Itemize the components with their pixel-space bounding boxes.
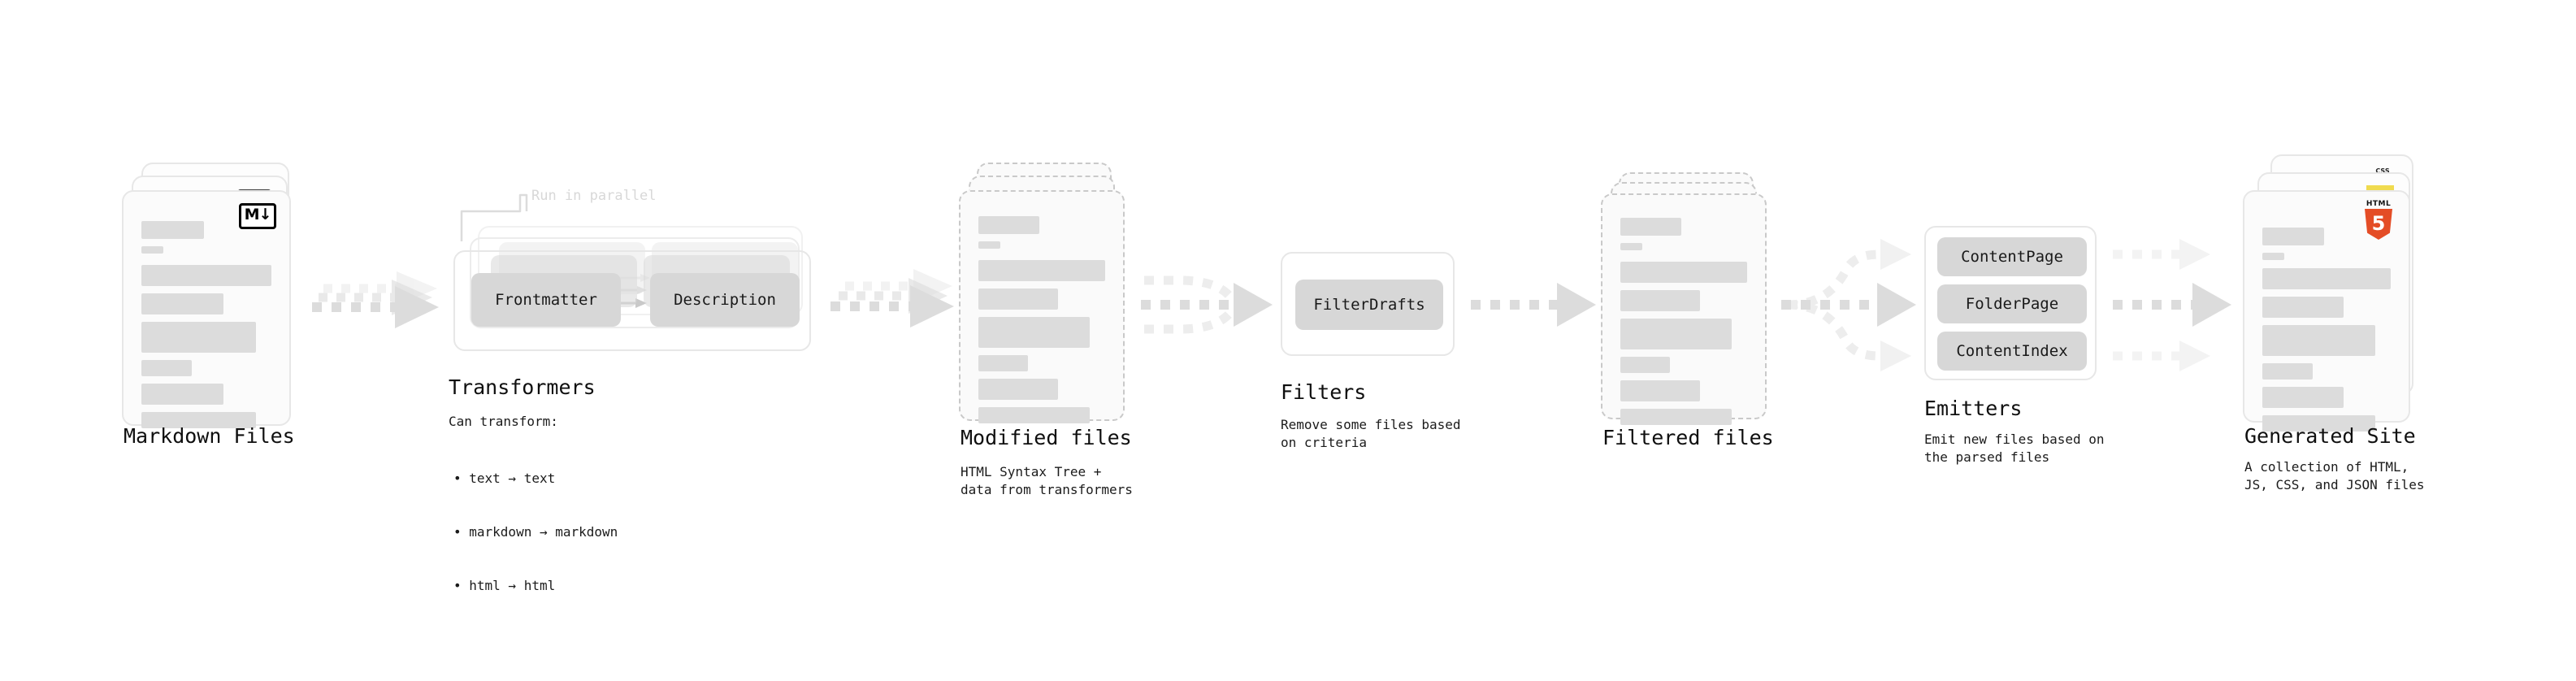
transformer-pill-frontmatter[interactable]: Frontmatter xyxy=(471,273,621,327)
filtered-files-title: Filtered files xyxy=(1602,426,1774,449)
skeleton-bar xyxy=(2262,363,2313,380)
skeleton-bar xyxy=(1620,290,1701,311)
connector-transformers-to-modified xyxy=(830,269,954,327)
skeleton-bar xyxy=(1620,409,1733,425)
modified-file-stack[interactable] xyxy=(959,163,1146,423)
emitters-box[interactable]: ContentPage FolderPage ContentIndex xyxy=(1924,226,2097,380)
transformers-title: Transformers xyxy=(449,375,596,399)
run-in-parallel-note: Run in parallel xyxy=(531,188,657,204)
filters-box[interactable]: FilterDrafts xyxy=(1281,252,1455,356)
transformer-pill-description[interactable]: Description xyxy=(650,273,800,327)
generated-site-title: Generated Site xyxy=(2244,424,2416,448)
markdown-badge-icon: M↓ xyxy=(239,203,276,229)
skeleton-bar xyxy=(141,322,256,353)
skeleton-bar xyxy=(2262,268,2391,289)
skeleton-bar xyxy=(141,412,256,428)
skeleton-bar xyxy=(978,260,1105,281)
skeleton-bar xyxy=(978,355,1028,371)
markdown-file-content-skeleton xyxy=(141,221,271,436)
skeleton-bar xyxy=(978,216,1039,234)
transformers-bullet-item: • markdown → markdown xyxy=(453,524,618,540)
skeleton-bar xyxy=(1620,380,1701,401)
stage-generated-site: CSS HTML xyxy=(2243,154,2438,432)
connector-md-to-transformers xyxy=(312,271,439,328)
emitter-pill-folderpage[interactable]: FolderPage xyxy=(1937,284,2087,323)
skeleton-bar xyxy=(978,317,1091,348)
generated-site-content-skeleton xyxy=(2262,228,2391,439)
generated-site-front[interactable]: HTML xyxy=(2243,190,2410,432)
skeleton-bar xyxy=(1620,243,1642,250)
skeleton-bar xyxy=(978,407,1091,423)
skeleton-bar xyxy=(1620,357,1670,373)
skeleton-bar xyxy=(978,379,1059,400)
skeleton-bar xyxy=(141,384,223,405)
skeleton-bar xyxy=(2262,297,2344,318)
skeleton-bar xyxy=(141,360,193,376)
emitter-pill-contentpage[interactable]: ContentPage xyxy=(1937,237,2087,276)
generated-site-stack[interactable]: CSS HTML xyxy=(2243,154,2438,432)
transformers-subtitle: Can transform: xyxy=(449,414,558,429)
skeleton-bar xyxy=(141,221,204,239)
skeleton-bar xyxy=(1620,218,1681,236)
stage-filtered-files xyxy=(1601,163,1788,425)
connector-emitters-to-site xyxy=(2113,239,2231,371)
modified-files-subtitle: HTML Syntax Tree + data from transformer… xyxy=(961,464,1133,497)
skeleton-bar xyxy=(2262,228,2324,245)
emitters-title: Emitters xyxy=(1924,397,2023,420)
skeleton-bar xyxy=(141,246,164,254)
modified-files-title: Modified files xyxy=(961,426,1132,449)
skeleton-bar xyxy=(978,241,1000,249)
transformers-bullet-item: • text → text xyxy=(453,471,556,486)
generated-site-subtitle: A collection of HTML, JS, CSS, and JSON … xyxy=(2244,459,2425,492)
skeleton-bar xyxy=(2262,415,2376,432)
skeleton-bar xyxy=(2262,387,2344,408)
filtered-file-stack[interactable] xyxy=(1601,163,1788,425)
stage-modified-files xyxy=(959,163,1146,423)
skeleton-bar xyxy=(141,293,223,314)
transformers-bullet-item: • html → html xyxy=(453,578,556,593)
skeleton-bar xyxy=(978,288,1059,310)
filter-pill-filterdrafts[interactable]: FilterDrafts xyxy=(1295,280,1443,330)
html5-icon: HTML xyxy=(2361,200,2396,240)
emitter-pill-contentindex[interactable]: ContentIndex xyxy=(1937,332,2087,371)
connector-filtered-to-emitters xyxy=(1781,239,1916,371)
filters-title: Filters xyxy=(1281,380,1367,404)
connector-filters-to-filtered xyxy=(1471,283,1596,327)
transformers-bullets: • text → text • markdown → markdown • ht… xyxy=(453,434,618,631)
markdown-file-stack[interactable]: M↓ M↓ M↓ xyxy=(122,163,309,428)
markdown-files-title: Markdown Files xyxy=(124,424,295,448)
skeleton-bar xyxy=(1620,319,1733,349)
modified-file-front[interactable] xyxy=(959,190,1125,423)
stage-markdown-files: M↓ M↓ M↓ xyxy=(122,163,309,428)
filters-subtitle: Remove some files based on criteria xyxy=(1281,417,1461,450)
emitters-subtitle: Emit new files based on the parsed files xyxy=(1924,432,2105,465)
markdown-file-front[interactable]: M↓ xyxy=(122,190,291,428)
connector-modified-to-filters xyxy=(1141,275,1273,334)
modified-file-content-skeleton xyxy=(978,216,1105,431)
filtered-file-front[interactable] xyxy=(1601,193,1767,425)
transformer-box-front[interactable]: Frontmatter Description xyxy=(453,250,811,351)
filtered-file-content-skeleton xyxy=(1620,218,1747,432)
skeleton-bar xyxy=(1620,262,1747,283)
skeleton-bar xyxy=(2262,325,2376,356)
skeleton-bar xyxy=(141,265,271,286)
skeleton-bar xyxy=(2262,253,2284,260)
